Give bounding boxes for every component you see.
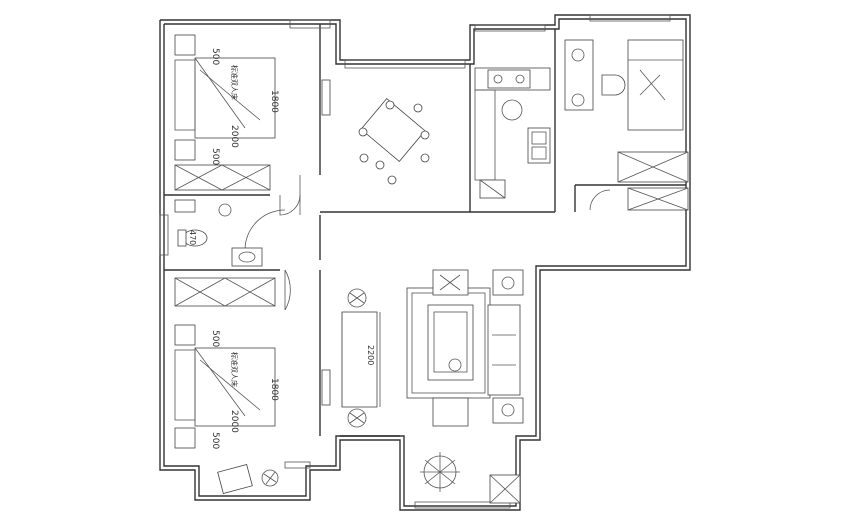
chair-icon: [601, 74, 626, 96]
sink-icon: [231, 247, 263, 267]
coffee-table-icon: [427, 304, 474, 381]
wardrobe-icon: [174, 277, 276, 307]
dining-table-icon: [358, 98, 430, 185]
toilet-label: 470: [188, 230, 197, 245]
stove-icon: [487, 69, 531, 89]
bed-icon: [194, 347, 276, 427]
bedroom-right: [564, 39, 689, 211]
armchair-icon: [432, 397, 469, 427]
dimension-label: 1800: [269, 378, 279, 401]
dimension-label: 1800: [269, 90, 279, 113]
exterior-walls: [159, 14, 691, 511]
dimension-label: 500: [210, 148, 220, 165]
nightstand-icon: [174, 34, 196, 56]
dimension-label: 2200: [366, 345, 375, 365]
dimension-label: 500: [210, 48, 220, 65]
side-table-icon: [492, 397, 524, 424]
plant-icon: [347, 288, 367, 428]
bed-label: 标准双人床: [230, 65, 239, 100]
bed-label: 标准双人床: [230, 352, 239, 387]
balcony: [420, 452, 521, 504]
bed-icon: [627, 39, 684, 131]
wardrobe-icon: [174, 164, 271, 191]
bathroom: 470: [174, 199, 263, 267]
dimension-label: 500: [210, 330, 220, 347]
bed-icon: [194, 57, 276, 139]
plant-icon: [217, 464, 279, 494]
door-icon: [244, 175, 611, 311]
living-room: 2200: [341, 269, 524, 428]
sink-icon: [527, 127, 551, 164]
nightstand-icon: [174, 139, 196, 161]
sofa-icon: [487, 304, 521, 396]
bedroom-top: 500 1800 2000 500 标准双人床: [174, 34, 331, 191]
shower-icon: [218, 203, 232, 217]
bedroom-bottom: 500 1800 2000 500 标准双人床: [174, 277, 331, 494]
window-icon: [159, 14, 671, 509]
side-table-icon: [492, 269, 524, 296]
nightstand-icon: [174, 324, 196, 346]
kitchen: [474, 67, 551, 199]
dimension-label: 500: [210, 432, 220, 449]
tv-cabinet-icon: [341, 311, 378, 408]
nightstand-icon: [174, 427, 196, 449]
plant-icon: [420, 452, 460, 492]
dimension-label: 2000: [229, 125, 239, 148]
desk-icon: [564, 39, 594, 111]
dimension-label: 2000: [229, 410, 239, 433]
interior-walls: [164, 24, 686, 437]
